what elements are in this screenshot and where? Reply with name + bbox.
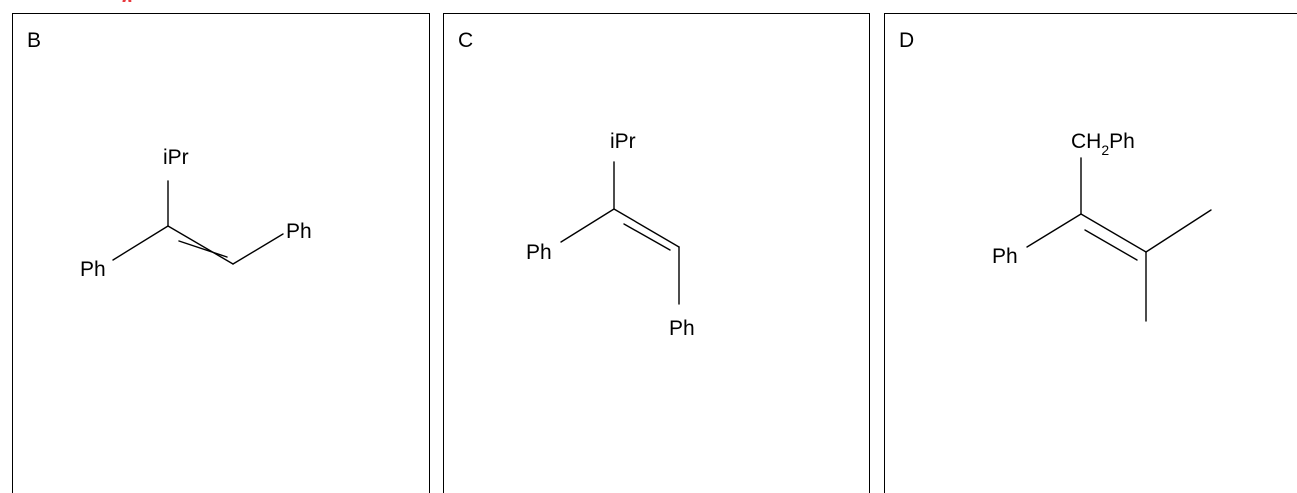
structure-c: iPr Ph Ph (526, 130, 695, 340)
panel-b-letter: B (27, 29, 42, 52)
panel-d-letter: D (899, 29, 915, 52)
label-b-ph-left: Ph (80, 258, 106, 281)
bond-c-double-outer (613, 208, 680, 248)
cropped-header-text-fragment: , p (110, 0, 390, 2)
label-b-ipr: iPr (163, 146, 189, 169)
structure-d: CH2Ph Ph (992, 130, 1212, 322)
panel-d: D CH2Ph Ph (884, 13, 1297, 493)
label-d-sub-2: 2 (1101, 142, 1109, 158)
panel-b: B iPr Ph Ph (12, 13, 430, 493)
bond-b-double-inner (178, 240, 228, 258)
bond-d-c1-ph (1026, 213, 1082, 248)
bond-b-double-outer (167, 225, 234, 265)
bond-c-double-inner (623, 223, 671, 251)
cropped-header-text: , p (110, 0, 390, 2)
bond-b-c1-ph (112, 225, 169, 261)
bond-c-c1-ph (560, 208, 615, 243)
label-d-ph-tail: Ph (1109, 130, 1135, 153)
label-d-ch2ph: CH2Ph (1071, 130, 1135, 158)
label-d-ch: CH (1071, 130, 1101, 153)
bond-d-double-outer (1080, 213, 1147, 253)
label-c-ph-bottom: Ph (669, 317, 695, 340)
bond-d-double-inner (1084, 229, 1138, 261)
bond-b-c2-ph (232, 233, 284, 265)
label-c-ipr: iPr (610, 130, 636, 153)
label-c-ph-left: Ph (526, 241, 552, 264)
label-d-ph-left: Ph (992, 245, 1018, 268)
bond-d-methyl-upper (1145, 209, 1212, 253)
panel-c: C iPr Ph Ph (443, 13, 870, 493)
label-b-ph-right: Ph (286, 220, 312, 243)
structure-b: iPr Ph Ph (80, 146, 312, 281)
panel-c-letter: C (458, 29, 474, 52)
